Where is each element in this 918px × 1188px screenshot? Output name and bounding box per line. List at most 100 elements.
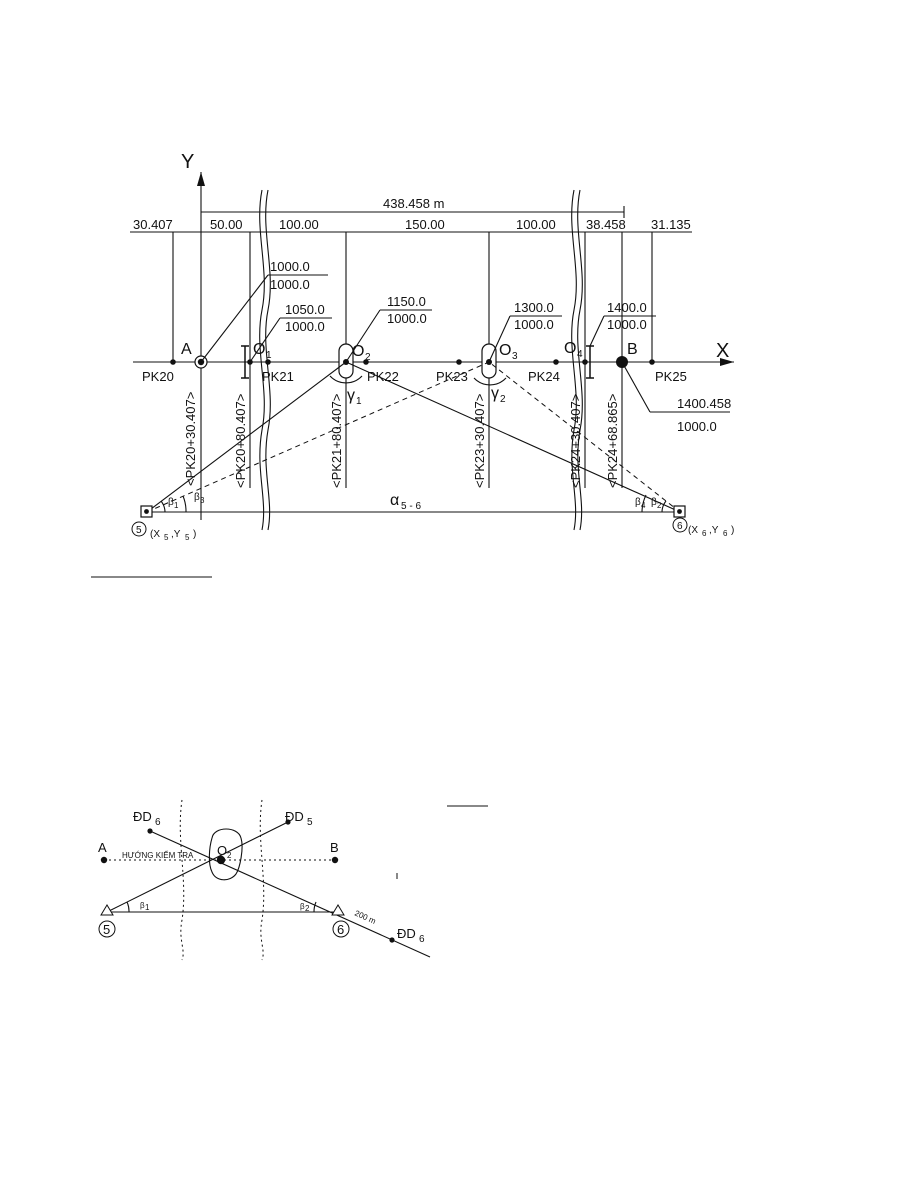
line-dd6-to-dd6 <box>149 830 431 958</box>
y-axis-arrow <box>197 172 205 186</box>
svg-text:β: β <box>300 902 305 911</box>
label-o4: O 4 <box>564 340 583 360</box>
line-5-to-dd5 <box>106 821 289 913</box>
svg-text:5: 5 <box>307 817 313 828</box>
svg-text:3: 3 <box>200 496 205 505</box>
river-bank-right-2 <box>577 189 583 531</box>
svg-text:1000.0: 1000.0 <box>270 277 310 292</box>
svg-text:ĐD: ĐD <box>397 926 416 941</box>
sight-6-o3 <box>488 361 681 513</box>
svg-text:1000.0: 1000.0 <box>285 319 325 334</box>
chainage-6: <PK24+68.865> <box>605 394 620 488</box>
svg-text:β: β <box>194 492 200 503</box>
dim-38-458: 38.458 <box>586 217 626 232</box>
river-bank-left-2 <box>265 189 271 531</box>
gamma2-label: γ 2 <box>491 385 506 405</box>
gamma1-label: γ 1 <box>347 387 362 407</box>
svg-text:2: 2 <box>305 904 310 913</box>
total-length-label: 438.458 m <box>383 196 444 211</box>
station-5-triangle <box>100 904 114 916</box>
station-5-small: 5 <box>98 920 116 938</box>
pk20-mark <box>170 359 176 365</box>
svg-text:(X: (X <box>688 525 698 536</box>
beta1-label: β 1 <box>168 497 179 510</box>
label-a: A <box>181 341 192 358</box>
callout-a: 1000.0 1000.0 <box>200 259 328 363</box>
chainage-3: <PK21+80.407> <box>329 394 344 488</box>
pk21-mark <box>265 359 271 365</box>
chainage-2: <PK20+80.407> <box>233 394 248 488</box>
diagram-layout-plan: Y X 438.458 m 30.407 50.00 100.00 150.00… <box>130 151 734 542</box>
svg-text:3: 3 <box>512 351 518 362</box>
chainage-4: <PK23+30.407> <box>472 394 487 488</box>
svg-text:1150.0: 1150.0 <box>387 294 426 309</box>
gamma1-arc <box>329 375 363 384</box>
river-bank-left-1 <box>259 189 265 531</box>
svg-text:1400.458: 1400.458 <box>677 396 731 411</box>
svg-text:4: 4 <box>641 501 646 510</box>
svg-text:ĐD: ĐD <box>285 809 304 824</box>
svg-text:β: β <box>168 497 174 508</box>
svg-text:): ) <box>193 529 196 540</box>
svg-text:β: β <box>140 901 145 910</box>
svg-text:2: 2 <box>657 501 662 510</box>
dim-100-b: 100.00 <box>516 217 556 232</box>
svg-text:(X: (X <box>150 529 160 540</box>
svg-text:1050.0: 1050.0 <box>285 302 325 317</box>
svg-text:1000.0: 1000.0 <box>387 311 427 326</box>
dim-31-135: 31.135 <box>651 217 691 232</box>
pk23-mark <box>456 359 462 365</box>
svg-text:6: 6 <box>702 529 707 538</box>
svg-text:γ: γ <box>347 387 355 404</box>
diagram-check-sketch: A B HƯỚNG KIỂM TRA O 2 β 1 β 2 <box>98 799 431 961</box>
svg-text:6: 6 <box>337 922 344 937</box>
beta4-label: β 4 <box>635 497 646 510</box>
point-b-small <box>331 856 339 864</box>
distance-200m: 200 m <box>353 909 377 926</box>
svg-text:6: 6 <box>723 529 728 538</box>
svg-text:1000.0: 1000.0 <box>607 317 647 332</box>
svg-text:1000.0: 1000.0 <box>270 259 310 274</box>
x-axis-label: X <box>716 340 729 362</box>
label-o3: O 3 <box>499 342 518 362</box>
label-dd6-bottom: ĐD 6 <box>397 926 425 945</box>
svg-text:5: 5 <box>103 922 110 937</box>
svg-text:4: 4 <box>577 349 583 360</box>
pk25-mark <box>649 359 655 365</box>
svg-text:): ) <box>731 525 734 536</box>
sight-5-o2 <box>146 361 347 513</box>
station-6-label: 6 (X 6 ,Y 6 ) <box>672 517 734 538</box>
svg-text:6: 6 <box>155 817 161 828</box>
label-b-small: B <box>330 840 339 855</box>
pk22-mark <box>363 359 369 365</box>
station-6-small: 6 <box>332 920 350 938</box>
svg-text:,Y: ,Y <box>709 525 719 536</box>
sight-5-o3 <box>146 361 490 513</box>
station-6-triangle <box>331 904 345 916</box>
chainage-1: <PK20+30.407> <box>183 392 198 486</box>
picket-pk21: PK21 <box>262 369 294 384</box>
svg-text:1: 1 <box>145 903 150 912</box>
svg-text:6: 6 <box>419 934 425 945</box>
svg-text:5: 5 <box>164 533 169 542</box>
label-o2: O 2 <box>352 343 371 363</box>
svg-text:β: β <box>651 497 657 508</box>
alpha-5-6-label: α 5 - 6 <box>390 492 421 512</box>
svg-text:5: 5 <box>185 533 190 542</box>
svg-text:O: O <box>564 340 576 357</box>
beta1-small: β 1 <box>140 901 150 912</box>
callout-o2: 1150.0 1000.0 <box>345 294 432 363</box>
svg-text:α: α <box>390 492 399 509</box>
dim-30-407: 30.407 <box>133 217 173 232</box>
svg-text:1300.0: 1300.0 <box>514 300 554 315</box>
gamma2-arc <box>473 377 507 386</box>
dim-50: 50.00 <box>210 217 243 232</box>
beta3-label: β 3 <box>194 492 205 505</box>
svg-text:O: O <box>217 843 227 858</box>
svg-text:O: O <box>499 342 511 359</box>
svg-text:O: O <box>352 343 364 360</box>
picket-pk24: PK24 <box>528 369 560 384</box>
label-dd6-top: ĐD 6 <box>133 809 161 828</box>
svg-text:γ: γ <box>491 385 499 402</box>
